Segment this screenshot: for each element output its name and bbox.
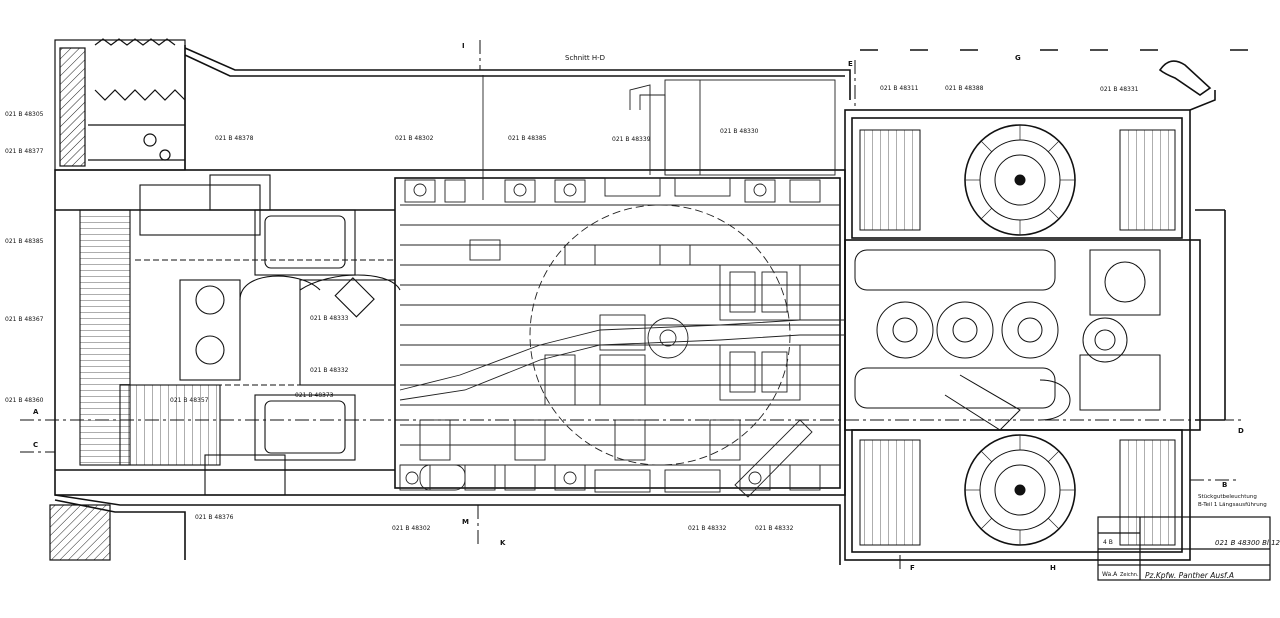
part-label: 021 B 48378 (215, 135, 254, 142)
crew-compartment (79, 174, 401, 496)
section-marker-c: C (33, 441, 38, 449)
section-marker-f: F (910, 564, 915, 572)
part-label: 021 B 48332 (755, 525, 794, 532)
part-label: 021 B 48332 (310, 367, 349, 374)
section-marker-k: K (500, 539, 506, 547)
section-marker-d: D (1238, 427, 1244, 435)
section-marker-h: H (1050, 564, 1056, 572)
section-marker-a: A (33, 408, 39, 416)
title-block-text: 4 B Wa.A Zeichn. 021 B 48300 Bl.12 Pz.Kp… (1102, 539, 1280, 580)
title-block (1097, 516, 1271, 581)
part-label: 021 B 48333 (310, 315, 349, 322)
part-label: 021 B 48373 (295, 392, 334, 399)
title-block-name: Pz.Kpfw. Panther Ausf.A (1145, 571, 1234, 580)
section-cut-lines (20, 40, 1245, 570)
section-marker-g: G (1015, 54, 1021, 62)
section-title: Schnitt H-D (565, 54, 605, 62)
title-block-sheet: 4 B (1103, 539, 1113, 546)
engine-compartment-details (845, 124, 1180, 546)
section-marker-b: B (1222, 481, 1227, 489)
section-marker-i: I (462, 42, 465, 50)
part-label: 021 B 48388 (945, 85, 984, 92)
part-label: 021 B 48330 (720, 128, 759, 135)
title-block-drawing-no: 021 B 48300 Bl.12 (1215, 539, 1280, 547)
note-2: B-Teil 1 Längsausführung (1198, 502, 1267, 508)
part-label: 021 B 48377 (5, 148, 44, 155)
part-label: 021 B 48360 (5, 397, 44, 404)
section-markers: A C D B E F G H I K M (33, 42, 1244, 572)
front-track-section (49, 38, 186, 561)
left-part-labels: 021 B 48305 021 B 48377 021 B 48385 021 … (5, 111, 44, 404)
part-label: 021 B 48357 (170, 397, 209, 404)
section-marker-e: E (848, 60, 853, 68)
bottom-part-labels: 021 B 48376 021 B 48302 021 B 48332 021 … (195, 514, 794, 532)
part-label: 021 B 48311 (880, 85, 919, 92)
part-label: 021 B 48385 (5, 238, 44, 245)
torsion-bar-area (399, 75, 845, 498)
section-marker-m: M (462, 518, 469, 526)
part-label: 021 B 48331 (1100, 86, 1139, 93)
part-label: 021 B 48385 (508, 135, 547, 142)
title-block-row2: Zeichn. (1120, 572, 1139, 578)
part-label: 021 B 48339 (612, 136, 651, 143)
top-part-labels: 021 B 48378 021 B 48302 021 B 48385 021 … (215, 85, 1139, 143)
part-label: 021 B 48376 (195, 514, 234, 521)
part-label: 021 B 48302 (395, 135, 434, 142)
part-label: 021 B 48305 (5, 111, 44, 118)
part-label: 021 B 48332 (688, 525, 727, 532)
notes: Stückgutbeleuchtung B-Teil 1 Längsausfüh… (1198, 494, 1267, 508)
part-label: 021 B 48302 (392, 525, 431, 532)
note-1: Stückgutbeleuchtung (1198, 494, 1257, 500)
part-label: 021 B 48367 (5, 316, 44, 323)
title-block-row1: Wa.A (1102, 571, 1118, 578)
inner-part-labels: 021 B 48333 021 B 48332 021 B 48373 021 … (170, 315, 349, 404)
